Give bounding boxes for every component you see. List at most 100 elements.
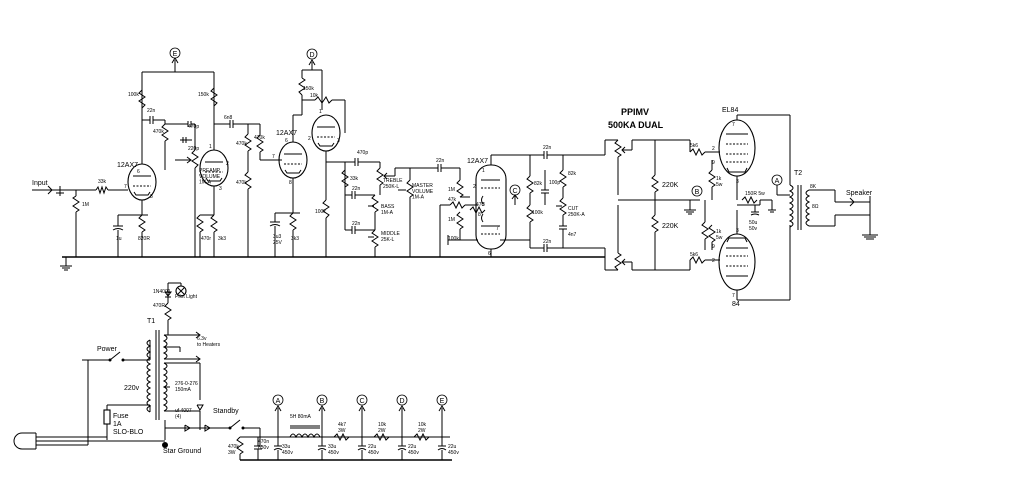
svg-text:470k: 470k bbox=[153, 129, 164, 135]
speaker-jack bbox=[834, 190, 871, 226]
t2-label: T2 bbox=[794, 170, 802, 177]
svg-text:5k6: 5k6 bbox=[690, 143, 698, 149]
svg-text:6: 6 bbox=[137, 169, 140, 175]
svg-text:470p: 470p bbox=[357, 150, 368, 156]
power-label: Power bbox=[97, 346, 118, 353]
svg-text:8Ω: 8Ω bbox=[812, 204, 819, 210]
svg-text:470k: 470k bbox=[236, 141, 247, 147]
svg-text:2: 2 bbox=[308, 136, 311, 142]
svg-text:47k: 47k bbox=[448, 197, 457, 203]
tube-el84-bottom bbox=[718, 233, 756, 291]
resistor-100k bbox=[138, 89, 146, 109]
svg-text:1: 1 bbox=[319, 109, 322, 115]
resistor-1k-5w-2 bbox=[708, 224, 716, 243]
resistor-470k-3 bbox=[244, 171, 252, 190]
resistor-1m bbox=[72, 195, 80, 213]
svg-text:3k3: 3k3 bbox=[218, 236, 226, 242]
el84-bottom-label: 84 bbox=[732, 301, 740, 308]
svg-text:1M: 1M bbox=[82, 202, 89, 208]
svg-text:22n: 22n bbox=[543, 145, 552, 151]
mains-plug bbox=[13, 432, 44, 450]
svg-text:100k: 100k bbox=[532, 210, 543, 216]
svg-text:C: C bbox=[359, 398, 364, 405]
resistor-5k6-1 bbox=[689, 147, 706, 157]
svg-text:7: 7 bbox=[732, 293, 735, 299]
svg-text:7: 7 bbox=[272, 154, 275, 160]
middle-pot bbox=[371, 229, 379, 248]
resistor-5k6-2 bbox=[689, 255, 706, 265]
speaker-label: Speaker bbox=[846, 190, 873, 197]
svg-text:2: 2 bbox=[712, 258, 715, 264]
node-e-psu bbox=[436, 394, 448, 406]
svg-text:22n: 22n bbox=[436, 158, 445, 164]
input-label: Input bbox=[32, 180, 48, 187]
svg-text:25V: 25V bbox=[273, 240, 283, 246]
standby-switch[interactable] bbox=[229, 419, 241, 429]
treble-pot bbox=[376, 167, 384, 186]
tube-el84-top bbox=[718, 119, 756, 177]
node-d-top bbox=[306, 48, 318, 60]
mains-voltage-label: 220v bbox=[124, 385, 140, 392]
resistor-220k-1 bbox=[651, 174, 659, 193]
resistor-82k-2 bbox=[559, 169, 567, 188]
svg-text:1M: 1M bbox=[448, 187, 455, 193]
output-transformer-t2 bbox=[788, 184, 811, 230]
svg-text:470k: 470k bbox=[236, 180, 247, 186]
svg-text:7: 7 bbox=[124, 184, 127, 190]
svg-text:82k: 82k bbox=[568, 171, 577, 177]
svg-text:100p: 100p bbox=[549, 180, 560, 186]
svg-text:470r: 470r bbox=[201, 236, 211, 242]
resistor-1k-5w-bias bbox=[701, 221, 709, 240]
svg-text:E: E bbox=[440, 398, 445, 405]
el84-top-label: EL84 bbox=[722, 107, 738, 114]
resistor-150k-e bbox=[210, 87, 218, 107]
svg-text:3k3: 3k3 bbox=[291, 236, 299, 242]
svg-text:6: 6 bbox=[488, 251, 491, 257]
svg-text:6: 6 bbox=[285, 138, 288, 144]
choke-inductor bbox=[289, 433, 321, 439]
svg-text:D: D bbox=[309, 52, 314, 59]
input-jack bbox=[32, 185, 64, 196]
svg-text:7: 7 bbox=[496, 226, 499, 232]
svg-text:22n: 22n bbox=[352, 221, 361, 227]
resistor-82k bbox=[526, 175, 534, 194]
ppimv-pot-top bbox=[614, 139, 622, 158]
choke-label: 5H 80mA bbox=[290, 414, 312, 420]
star-ground-label: Star Ground bbox=[163, 448, 201, 455]
svg-text:100k: 100k bbox=[128, 92, 139, 98]
svg-text:150R 5w: 150R 5w bbox=[745, 191, 765, 197]
svg-text:9: 9 bbox=[712, 244, 715, 250]
power-switch[interactable] bbox=[109, 351, 121, 361]
svg-text:3: 3 bbox=[482, 202, 485, 208]
resistor-820r bbox=[138, 214, 146, 233]
resistor-470r bbox=[196, 214, 204, 233]
svg-text:22n: 22n bbox=[543, 239, 552, 245]
svg-text:8: 8 bbox=[150, 194, 153, 200]
svg-text:470k: 470k bbox=[254, 135, 265, 141]
svg-text:220K: 220K bbox=[662, 223, 679, 230]
resistor-3k3-1 bbox=[210, 214, 218, 233]
resistor-4k7-3w bbox=[333, 432, 350, 442]
svg-text:100k: 100k bbox=[448, 236, 459, 242]
v3-label: 12AX7 bbox=[467, 158, 488, 165]
resistor-470-4 bbox=[469, 205, 486, 215]
node-b-psu bbox=[316, 394, 328, 406]
svg-text:3u3: 3u3 bbox=[273, 234, 282, 240]
svg-text:82k: 82k bbox=[534, 181, 543, 187]
resistor-100k-4 bbox=[526, 204, 534, 223]
svg-text:6n8: 6n8 bbox=[224, 115, 233, 121]
svg-text:150k: 150k bbox=[303, 86, 314, 92]
